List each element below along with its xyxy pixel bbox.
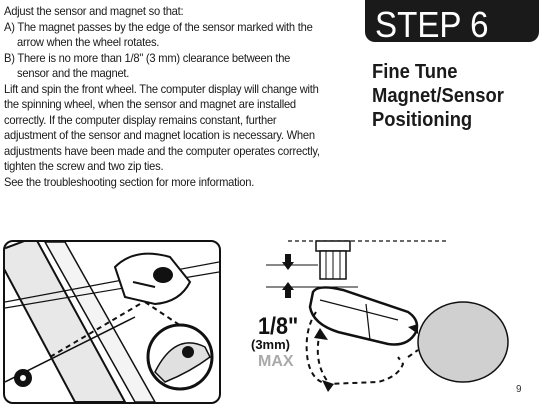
instructions-see-also: See the troubleshooting section for more… bbox=[4, 174, 255, 189]
step-badge: STEP 6 bbox=[365, 0, 539, 45]
clearance-metric: (3mm) bbox=[251, 337, 291, 352]
page-title: Fine Tune Magnet/Sensor Positioning bbox=[372, 60, 528, 132]
sensor-closeup-drawing bbox=[5, 242, 219, 402]
instructions-item-a: A) The magnet passes by the edge of the … bbox=[4, 19, 313, 50]
sensor-closeup-illustration bbox=[3, 240, 221, 404]
instructions-paragraph: Lift and spin the front wheel. The compu… bbox=[4, 81, 320, 174]
title-line-2: Magnet/Sensor bbox=[372, 85, 504, 107]
page-number: 9 bbox=[516, 384, 522, 395]
title-line-1: Fine Tune bbox=[372, 61, 458, 83]
step-label: STEP 6 bbox=[375, 4, 489, 45]
instructions-intro: Adjust the sensor and magnet so that: bbox=[4, 4, 184, 18]
max-label: MAX bbox=[258, 353, 294, 370]
instructions-text: Adjust the sensor and magnet so that: A)… bbox=[4, 4, 320, 190]
clearance-drawing bbox=[266, 240, 509, 392]
clearance-value: 1/8" bbox=[258, 313, 299, 340]
instructions-item-b: B) There is no more than 1/8" (3 mm) cle… bbox=[4, 50, 291, 81]
title-line-3: Positioning bbox=[372, 109, 473, 131]
clearance-diagram bbox=[258, 232, 520, 402]
